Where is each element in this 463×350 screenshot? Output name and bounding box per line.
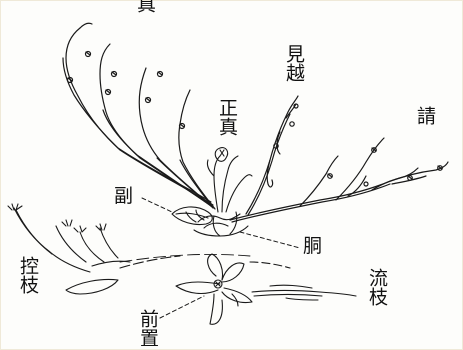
ground-line (120, 254, 250, 262)
nagashi-branch (250, 262, 356, 300)
label-soe: 副 (114, 186, 133, 207)
soe-leaf (172, 207, 212, 225)
label-maeoki: 前置 (137, 309, 158, 347)
shoshin-stems (207, 148, 252, 212)
label-mikoshi: 見越 (283, 44, 304, 82)
label-do: 胴 (303, 236, 322, 257)
label-shoshin: 正真 (216, 98, 237, 136)
label-nagashi: 流枝 (366, 268, 387, 306)
maeoki-flower (176, 254, 252, 324)
label-hikae: 控枝 (17, 256, 38, 294)
shin-branches (63, 23, 215, 209)
do-leader-line (240, 232, 300, 248)
label-shin: 真 (134, 0, 155, 13)
soe-leader-line (142, 198, 172, 212)
maeoki-leader-line (160, 296, 204, 318)
label-uke: 請 (414, 106, 435, 125)
mikoshi-branches (246, 96, 298, 215)
